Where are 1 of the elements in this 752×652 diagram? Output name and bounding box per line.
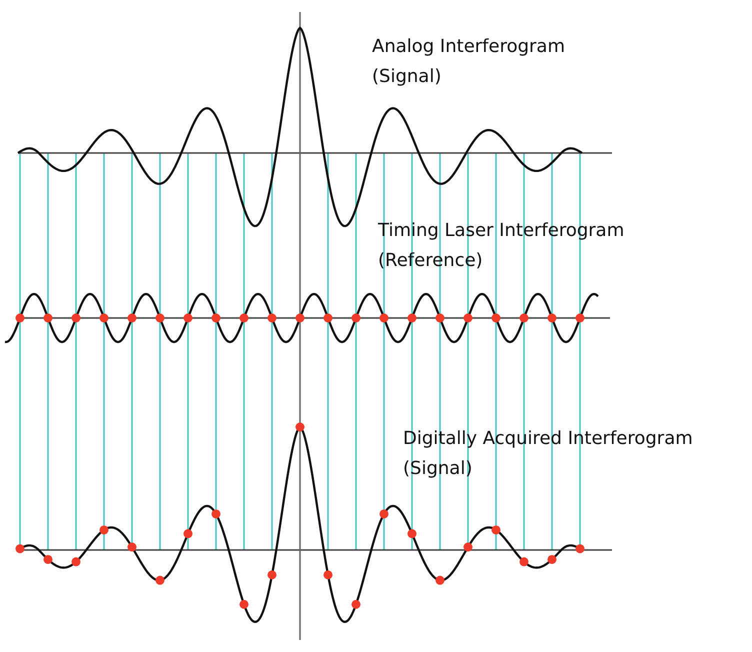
waveform-label: Analog Interferogram (Signal) <box>372 35 566 89</box>
